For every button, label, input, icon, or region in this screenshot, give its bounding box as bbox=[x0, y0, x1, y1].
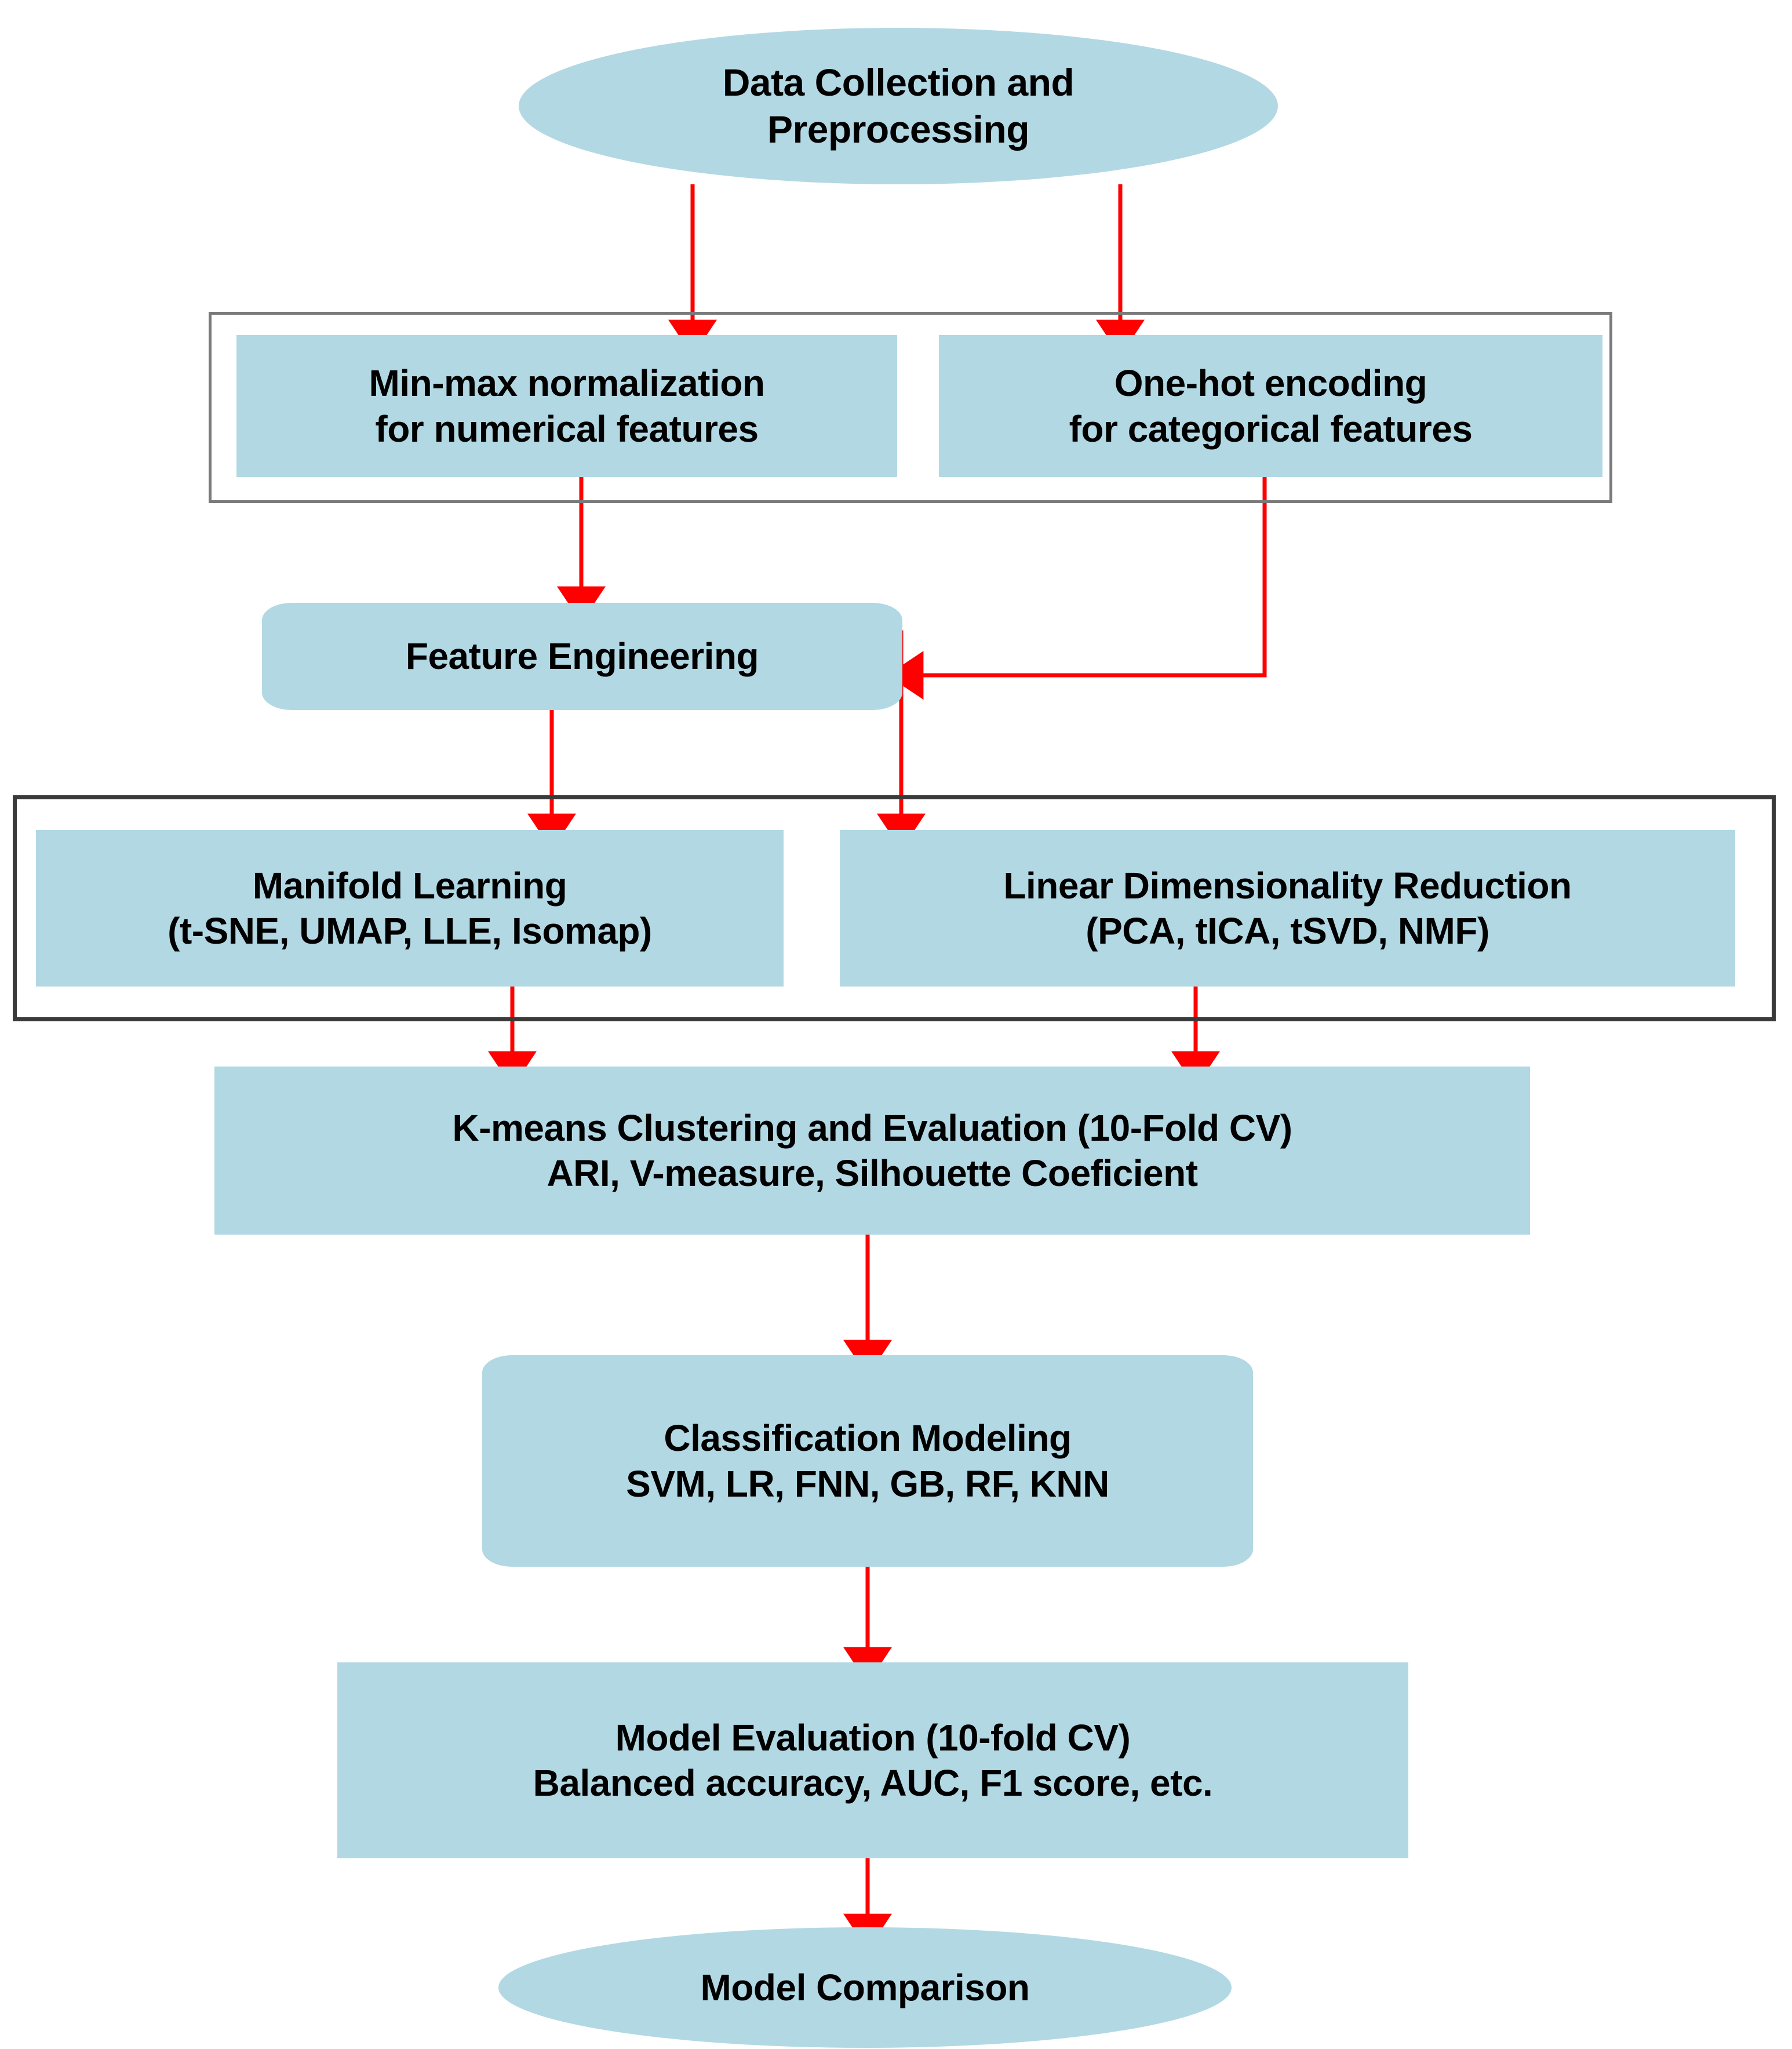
node-model-comparison-label: Model Comparison bbox=[700, 1966, 1030, 2008]
node-classification-modeling-label: Classification Modeling SVM, LR, FNN, GB… bbox=[626, 1417, 1109, 1505]
node-manifold-learning-label: Manifold Learning (t-SNE, UMAP, LLE, Iso… bbox=[167, 864, 652, 952]
node-feature-engineering[interactable]: Feature Engineering bbox=[262, 603, 902, 710]
node-onehot-label: One-hot encoding for categorical feature… bbox=[1069, 362, 1473, 450]
node-start-label: Data Collection and Preprocessing bbox=[722, 61, 1075, 151]
node-model-evaluation-label: Model Evaluation (10-fold CV) Balanced a… bbox=[533, 1716, 1213, 1804]
node-data-collection-and-preprocessing[interactable]: Data Collection and Preprocessing bbox=[519, 28, 1278, 184]
node-classification-modeling[interactable]: Classification Modeling SVM, LR, FNN, GB… bbox=[482, 1355, 1253, 1567]
dimensionality-reduction-group-box bbox=[13, 795, 1776, 1021]
edge-onehot-to-feature-engineering bbox=[887, 477, 1267, 700]
node-kmeans-label: K-means Clustering and Evaluation (10-Fo… bbox=[452, 1107, 1292, 1194]
node-feature-engineering-label: Feature Engineering bbox=[405, 635, 759, 678]
node-model-evaluation[interactable]: Model Evaluation (10-fold CV) Balanced a… bbox=[337, 1662, 1408, 1858]
node-kmeans-clustering-and-evaluation[interactable]: K-means Clustering and Evaluation (10-Fo… bbox=[214, 1067, 1530, 1235]
node-model-comparison[interactable]: Model Comparison bbox=[498, 1927, 1232, 2048]
node-min-max-normalization[interactable]: Min-max normalization for numerical feat… bbox=[236, 335, 897, 477]
node-minmax-label: Min-max normalization for numerical feat… bbox=[369, 362, 765, 450]
node-linear-dimensionality-reduction[interactable]: Linear Dimensionality Reduction (PCA, tI… bbox=[840, 830, 1735, 987]
node-linear-dimensionality-reduction-label: Linear Dimensionality Reduction (PCA, tI… bbox=[1003, 864, 1572, 952]
node-one-hot-encoding[interactable]: One-hot encoding for categorical feature… bbox=[939, 335, 1602, 477]
preprocessing-group-box bbox=[209, 312, 1612, 503]
node-manifold-learning[interactable]: Manifold Learning (t-SNE, UMAP, LLE, Iso… bbox=[36, 830, 784, 987]
